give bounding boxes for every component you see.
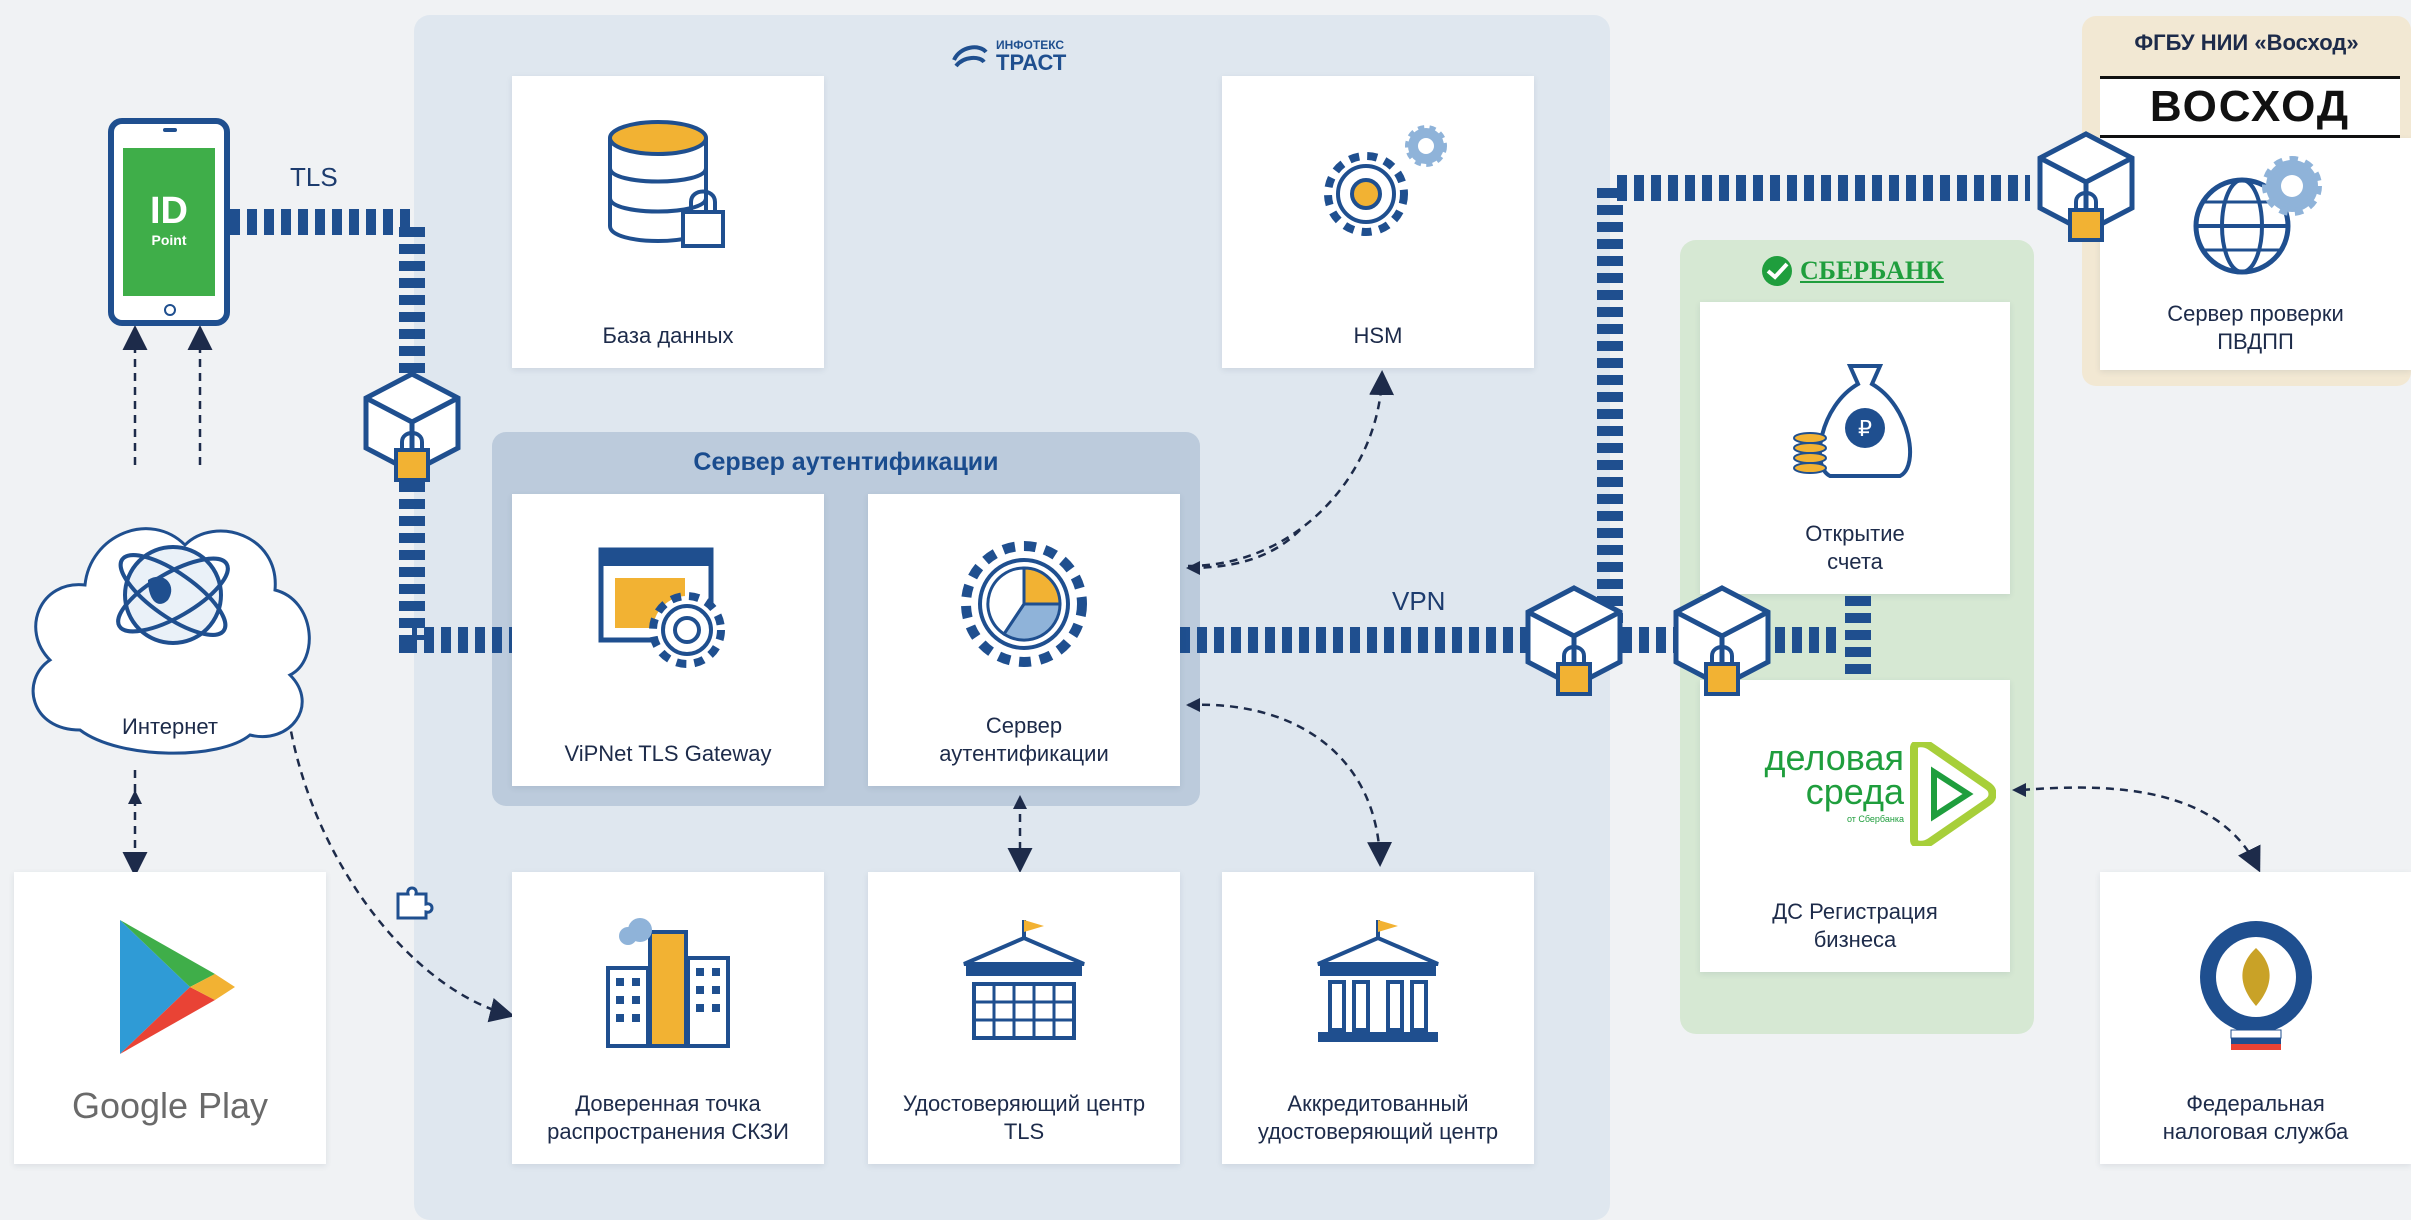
internet-label: Интернет bbox=[122, 714, 218, 739]
auth-hsm-arrow-back bbox=[1187, 529, 1301, 570]
check-server-label: Сервер проверки ПВДПП bbox=[2167, 301, 2344, 354]
ca-tls-card: Удостоверяющий центр TLS bbox=[868, 872, 1180, 1164]
svg-text:₽: ₽ bbox=[1858, 416, 1872, 441]
accredited-ca-label: Аккредитованный удостоверяющий центр bbox=[1257, 1091, 1499, 1144]
delovaya-sreda-line1: деловая bbox=[1764, 737, 1905, 778]
voskhod-title: ФГБУ НИИ «Восход» bbox=[2134, 30, 2359, 55]
tls-gateway-label: ViPNet TLS Gateway bbox=[564, 741, 772, 766]
auth-server-zone-title: Сервер аутентификации bbox=[693, 448, 999, 476]
open-account-card: ₽ Открытие счета bbox=[1700, 302, 2010, 594]
lock-cube-icon bbox=[2037, 131, 2135, 242]
voskhod-logo: ВОСХОД bbox=[2100, 76, 2400, 138]
vpn-label: VPN bbox=[1392, 586, 1446, 616]
hsm-card: HSM bbox=[1222, 76, 1534, 368]
trusted-point-card: Доверенная точка распространения СКЗИ bbox=[512, 872, 824, 1164]
money-bag-icon: ₽ bbox=[1793, 364, 1913, 478]
tls-gateway-card: ViPNet TLS Gateway bbox=[512, 494, 824, 786]
sberbank-logo: СБЕРБАНК bbox=[1760, 254, 1960, 290]
database-label: База данных bbox=[602, 323, 734, 348]
ds-registration-card: деловая среда от Сбербанка ДС Регистраци… bbox=[1700, 680, 2010, 972]
id-point-logo-sub: Point bbox=[151, 232, 187, 248]
tls-label: TLS bbox=[290, 162, 338, 192]
google-play-label: Google Play bbox=[71, 1085, 269, 1126]
bank-building-icon bbox=[963, 920, 1085, 1040]
infotecs-swirl-icon bbox=[952, 45, 988, 68]
trusted-point-label: Доверенная точка распространения СКЗИ bbox=[547, 1091, 789, 1144]
globe-icon bbox=[116, 545, 230, 645]
open-account-label: Открытие счета bbox=[1805, 521, 1905, 574]
globe-gear-icon bbox=[2193, 156, 2322, 275]
id-point-logo: ID bbox=[150, 190, 188, 232]
google-play-icon bbox=[120, 920, 235, 1054]
lock-cube-icon bbox=[1673, 585, 1771, 696]
puzzle-icon bbox=[396, 886, 434, 920]
city-icon bbox=[606, 918, 730, 1048]
hsm-label: HSM bbox=[1353, 323, 1403, 348]
sber-to-voskhod-line bbox=[1597, 175, 2030, 640]
browser-gear-icon bbox=[598, 547, 725, 668]
gears-icon bbox=[1324, 125, 1447, 236]
accredited-ca-card: Аккредитованный удостоверяющий центр bbox=[1222, 872, 1534, 1164]
lock-cube-icon bbox=[363, 371, 461, 482]
auth-accredited-arrow bbox=[1187, 703, 1393, 867]
delovaya-sreda-sub: от Сбербанка bbox=[1846, 814, 1904, 824]
infotecs-trust-logo: ИНФОТЕКС ТРАСТ bbox=[950, 34, 1100, 84]
database-lock-icon bbox=[608, 120, 725, 248]
ca-tls-label: Удостоверяющий центр TLS bbox=[902, 1091, 1146, 1144]
auth-server-label: Сервер аутентификации bbox=[939, 713, 1109, 766]
infotecs-brand: ТРАСТ bbox=[996, 50, 1067, 75]
infotecs-brand-top: ИНФОТЕКС bbox=[996, 38, 1065, 52]
auth-hsm-arrow bbox=[1187, 370, 1395, 568]
lock-cube-icon bbox=[1525, 585, 1623, 696]
delovaya-sreda-logo: деловая среда от Сбербанка bbox=[1714, 737, 1905, 830]
ds-registration-label: ДС Регистрация бизнеса bbox=[1772, 899, 1938, 952]
play-triangle-icon bbox=[1910, 742, 1996, 846]
internet-cloud: Интернет bbox=[10, 490, 330, 770]
check-server-card: Сервер проверки ПВДПП bbox=[2100, 138, 2411, 370]
phone-speaker bbox=[163, 128, 177, 132]
internet-trusted-point-arrow bbox=[283, 689, 515, 1023]
id-point-phone: ID Point bbox=[108, 118, 230, 326]
auth-server-card: Сервер аутентификации bbox=[868, 494, 1180, 786]
pie-gear-icon bbox=[961, 541, 1087, 667]
google-play-card[interactable]: Google Play bbox=[14, 872, 326, 1164]
sberbank-icon bbox=[1762, 256, 1792, 286]
delovaya-sreda-line2: среда bbox=[1805, 771, 1904, 812]
tax-service-card: Федеральная налоговая служба bbox=[2100, 872, 2411, 1164]
bank-building-icon bbox=[1317, 920, 1439, 1042]
tax-service-label: Федеральная налоговая служба bbox=[2162, 1091, 2349, 1144]
smartphone-icon: ID Point bbox=[123, 148, 215, 296]
sberbank-brand: СБЕРБАНК bbox=[1800, 256, 1944, 285]
database-card: База данных bbox=[512, 76, 824, 368]
tax-emblem-icon bbox=[2199, 921, 2312, 1050]
phone-home-button bbox=[164, 304, 176, 316]
ds-tax-arrow bbox=[2021, 786, 2261, 873]
